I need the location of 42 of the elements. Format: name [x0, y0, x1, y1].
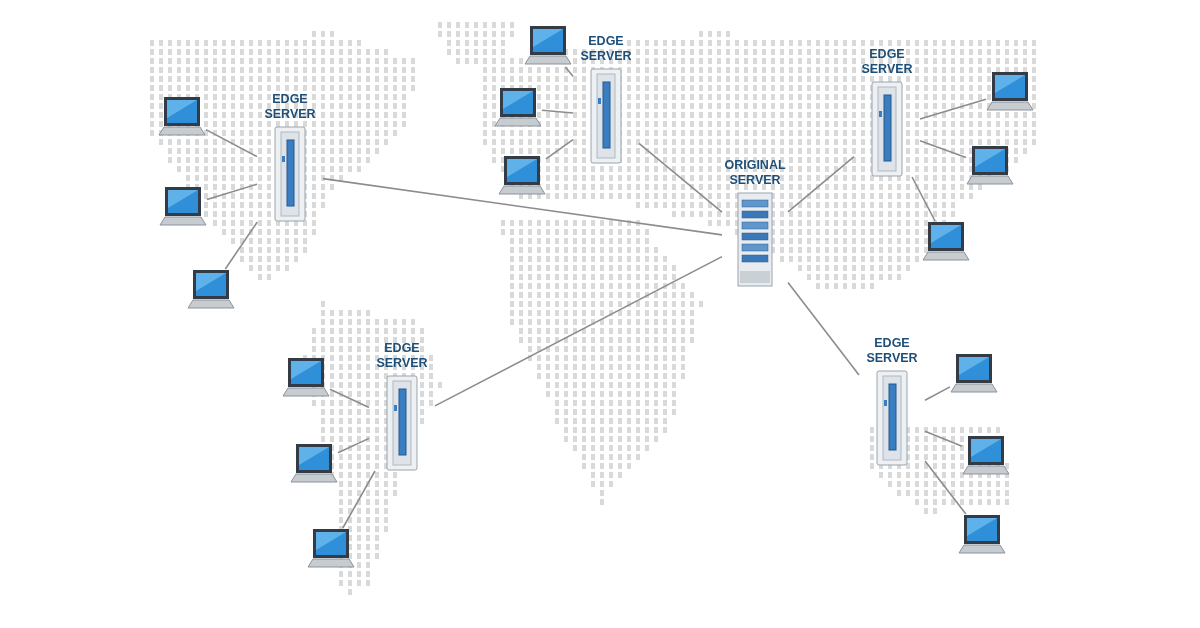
- connection-line: [911, 176, 936, 222]
- laptop-icon: [282, 357, 330, 399]
- laptop-icon: [922, 221, 970, 263]
- main-server: [722, 158, 788, 287]
- connection-line: [564, 66, 574, 77]
- connection-line: [919, 98, 987, 120]
- laptop-icon: [962, 435, 1010, 477]
- laptop-icon: [494, 87, 542, 129]
- connection-line: [787, 281, 860, 376]
- laptop-icon: [187, 269, 235, 311]
- server-label: ORIGINAL SERVER: [723, 158, 787, 188]
- connection-line: [545, 138, 574, 160]
- connection-line: [337, 437, 370, 454]
- connection-line: [787, 155, 855, 213]
- connection-line: [924, 460, 967, 515]
- connection-line: [924, 430, 963, 448]
- laptop-icon: [159, 186, 207, 228]
- connection-line: [342, 470, 376, 529]
- laptop-icon: [986, 71, 1034, 113]
- connection-line: [206, 183, 258, 201]
- laptop-icon: [307, 528, 355, 570]
- connection-line: [322, 177, 723, 236]
- laptop-icon: [158, 96, 206, 138]
- laptop-icon: [290, 443, 338, 485]
- server-label: EDGE SERVER: [263, 92, 317, 122]
- server-label: EDGE SERVER: [860, 47, 914, 77]
- laptop-icon: [524, 25, 572, 67]
- connection-line: [224, 221, 259, 270]
- connection-line: [924, 386, 951, 402]
- laptop-icon: [966, 145, 1014, 187]
- server-label: EDGE SERVER: [375, 341, 429, 371]
- connection-line: [205, 128, 258, 158]
- server-label: EDGE SERVER: [865, 336, 919, 366]
- server-label: EDGE SERVER: [579, 34, 633, 64]
- connection-line: [638, 142, 723, 213]
- connection-line: [329, 388, 370, 409]
- connection-line: [541, 109, 574, 114]
- laptop-icon: [498, 155, 546, 197]
- connection-line: [434, 255, 723, 407]
- laptop-icon: [958, 514, 1006, 556]
- connection-line: [919, 140, 967, 159]
- laptop-icon: [950, 353, 998, 395]
